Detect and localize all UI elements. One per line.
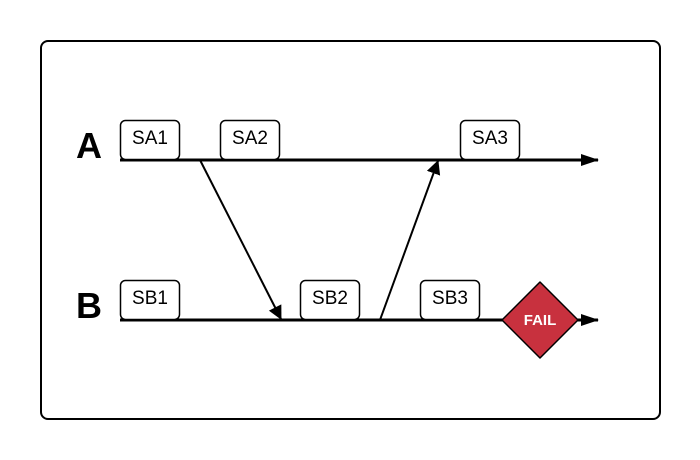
message-arrow-b-to-a xyxy=(379,160,441,321)
lane-b-label: B xyxy=(76,285,102,326)
state-label: SA3 xyxy=(472,128,508,149)
state-sb2[interactable]: SB2 xyxy=(299,279,361,321)
state-box xyxy=(119,119,181,161)
state-box xyxy=(119,279,181,321)
state-label: SB2 xyxy=(312,288,348,309)
state-sa1[interactable]: SA1 xyxy=(119,119,181,161)
state-box xyxy=(219,119,281,161)
message-arrow-a-to-b xyxy=(199,159,282,320)
state-sb1[interactable]: SB1 xyxy=(119,279,181,321)
state-label: SB3 xyxy=(432,288,468,309)
state-box xyxy=(299,279,361,321)
state-sa3[interactable]: SA3 xyxy=(459,119,521,161)
lane-a-label: A xyxy=(76,125,102,166)
diagram-frame xyxy=(40,40,661,420)
lane-a: A SA1 SA2 SA3 xyxy=(76,119,599,166)
state-box xyxy=(459,119,521,161)
state-label: SA2 xyxy=(232,128,268,149)
state-sa2[interactable]: SA2 xyxy=(219,119,281,161)
state-label: SB1 xyxy=(132,288,168,309)
state-box xyxy=(419,279,481,321)
fail-marker[interactable]: FAIL xyxy=(501,281,579,359)
fail-diamond-icon xyxy=(501,281,579,359)
state-sb3[interactable]: SB3 xyxy=(419,279,481,321)
state-label: SA1 xyxy=(132,128,168,149)
fail-label: FAIL xyxy=(524,312,557,329)
